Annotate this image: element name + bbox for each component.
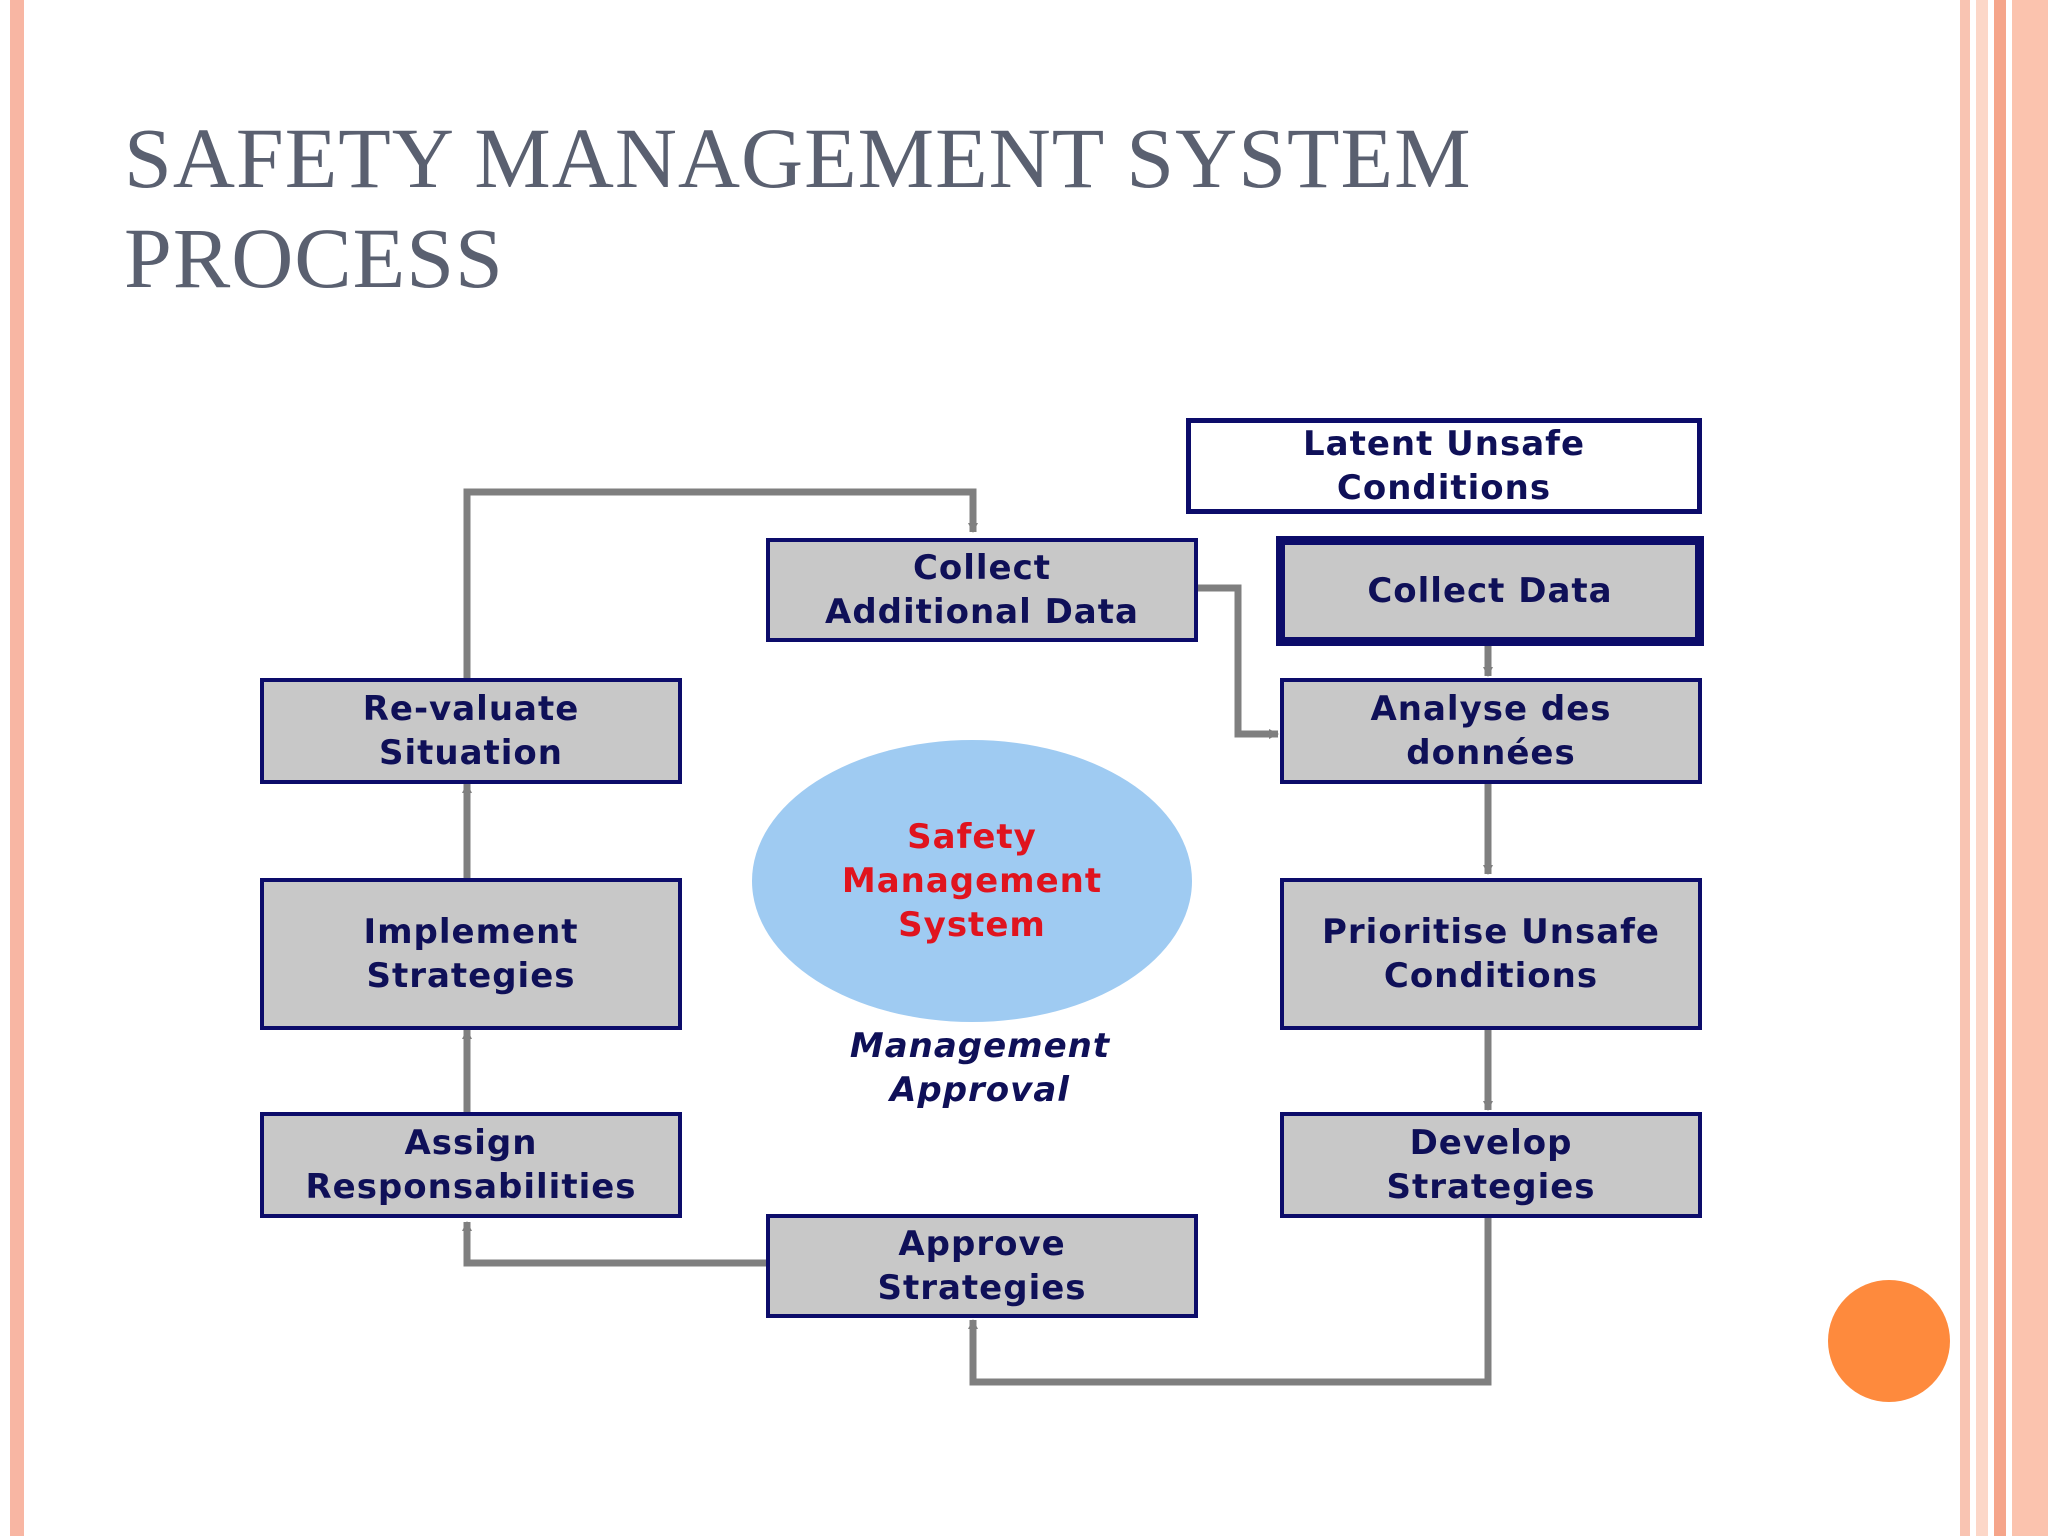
arrow-approve-to-assign <box>462 1221 768 1267</box>
box-label: Situation <box>378 733 563 773</box>
border-stripe <box>1960 0 1970 1536</box>
border-stripe <box>1976 0 1988 1536</box>
accent-dot <box>1828 1280 1950 1402</box>
box-label: données <box>1406 733 1576 773</box>
box-label: Approve <box>898 1224 1066 1264</box>
collect-data-box: Collect Data <box>1276 536 1704 646</box>
center-label: Management <box>841 861 1103 901</box>
box-label: Collect Data <box>1367 571 1613 611</box>
arrow-collect-additional-to-analyse <box>1195 584 1279 739</box>
arrow-revaluate-to-collect-additional <box>463 488 978 680</box>
prioritise-unsafe-conditions-box: Prioritise Unsafe Conditions <box>1280 878 1702 1030</box>
arrow-develop-to-approve <box>968 1218 1492 1386</box>
box-label: Re-valuate <box>362 689 580 729</box>
box-label: Collect <box>912 548 1052 588</box>
caption-line: Approval <box>890 1070 1070 1110</box>
box-label: Strategies <box>1386 1167 1596 1207</box>
box-label: Conditions <box>1383 956 1599 996</box>
develop-strategies-box: Develop Strategies <box>1280 1112 1702 1218</box>
title-line: PROCESS <box>124 210 504 306</box>
slide-left-border <box>10 0 24 1536</box>
assign-responsibilities-box: Assign Responsabilities <box>260 1112 682 1218</box>
slide-right-border <box>1960 0 2048 1536</box>
box-label: Develop <box>1409 1123 1573 1163</box>
collect-additional-data-box: Collect Additional Data <box>766 538 1198 642</box>
caption-line: Management <box>849 1026 1111 1066</box>
approve-strategies-box: Approve Strategies <box>766 1214 1198 1318</box>
management-approval-caption: Management Approval <box>790 1024 1170 1112</box>
box-label: Implement <box>363 912 579 952</box>
box-label: Latent Unsafe <box>1302 424 1586 464</box>
analyse-data-box: Analyse des données <box>1280 678 1702 784</box>
center-label: Safety <box>907 817 1037 857</box>
safety-management-system-ellipse: Safety Management System <box>752 740 1192 1022</box>
border-stripe <box>1994 0 2006 1536</box>
implement-strategies-box: Implement Strategies <box>260 878 682 1030</box>
box-label: Conditions <box>1336 468 1552 508</box>
slide-title: SAFETY MANAGEMENT SYSTEM PROCESS <box>124 108 1624 308</box>
title-line: SAFETY MANAGEMENT SYSTEM <box>124 110 1472 206</box>
revaluate-situation-box: Re-valuate Situation <box>260 678 682 784</box>
box-label: Additional Data <box>825 592 1139 632</box>
box-label: Strategies <box>366 956 576 996</box>
box-label: Assign <box>404 1123 538 1163</box>
box-label: Strategies <box>877 1268 1087 1308</box>
latent-unsafe-conditions-box: Latent Unsafe Conditions <box>1186 418 1702 514</box>
center-label: System <box>898 905 1046 945</box>
box-label: Analyse des <box>1370 689 1612 729</box>
border-stripe <box>2012 0 2048 1536</box>
box-label: Prioritise Unsafe <box>1321 912 1660 952</box>
box-label: Responsabilities <box>305 1167 637 1207</box>
